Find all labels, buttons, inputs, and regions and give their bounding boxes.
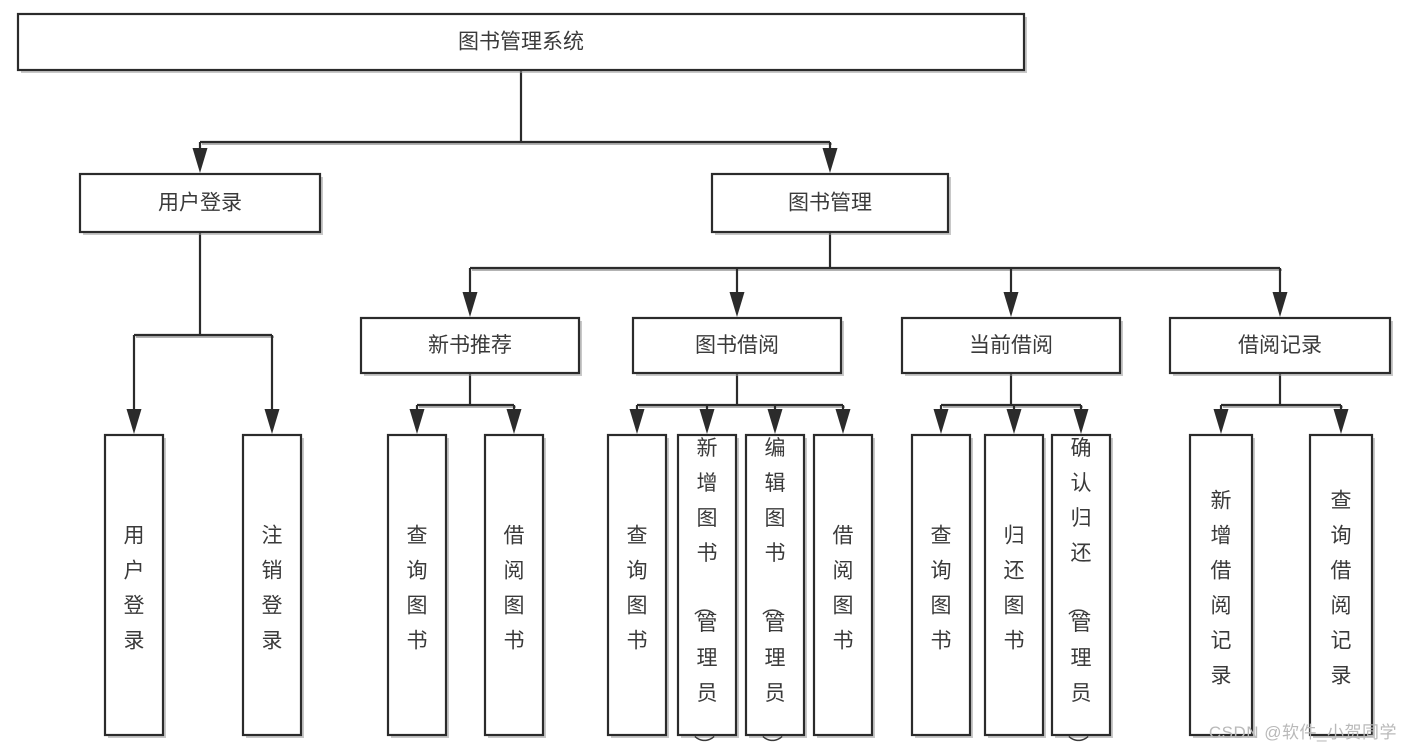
node-label: 新增图书（管理员）	[692, 437, 718, 747]
node-book-manage[interactable]: 图书管理	[710, 172, 951, 235]
node-leaf-confirm-return[interactable]: 确认归还（管理员）	[1050, 433, 1113, 747]
node-label: 归还图书	[1004, 524, 1025, 652]
node-box[interactable]	[744, 433, 806, 737]
connector-group-user-login	[126, 232, 280, 434]
node-box[interactable]	[710, 172, 950, 234]
node-leaf-borrow-book-1[interactable]: 借阅图书	[483, 433, 546, 738]
node-leaf-edit-book[interactable]: 编辑图书（管理员）	[744, 433, 807, 747]
node-label: 注销登录	[262, 524, 283, 652]
node-label: 查询图书	[627, 524, 648, 652]
node-user-login[interactable]: 用户登录	[78, 172, 323, 235]
node-label: 图书管理	[788, 192, 872, 215]
node-leaf-query-book-1[interactable]: 查询图书	[386, 433, 449, 738]
node-current-borrow[interactable]: 当前借阅	[900, 316, 1123, 376]
node-box[interactable]	[983, 433, 1045, 737]
node-label: 查询借阅记录	[1331, 489, 1352, 687]
node-label: 新书推荐	[428, 334, 512, 357]
node-box[interactable]	[359, 316, 581, 375]
node-leaf-return-book[interactable]: 归还图书	[983, 433, 1046, 738]
node-label: 用户登录	[158, 192, 242, 215]
node-box[interactable]	[631, 316, 843, 375]
connector-group-current-borrow	[933, 373, 1089, 434]
node-label: 查询图书	[931, 524, 952, 652]
node-leaf-add-record[interactable]: 新增借阅记录	[1188, 433, 1255, 738]
node-book-borrow[interactable]: 图书借阅	[631, 316, 844, 376]
node-box[interactable]	[910, 433, 972, 737]
node-box[interactable]	[103, 433, 165, 737]
connector-layer	[126, 70, 1349, 434]
connector-group-borrow-record	[1213, 373, 1349, 434]
node-box[interactable]	[78, 172, 322, 234]
node-label: 当前借阅	[969, 334, 1053, 357]
node-box[interactable]	[386, 433, 448, 737]
node-label: 确认归还（管理员）	[1066, 437, 1092, 747]
node-layer: 图书管理系统用户登录图书管理新书推荐图书借阅当前借阅借阅记录用户登录注销登录查询…	[16, 12, 1393, 747]
node-leaf-query-record[interactable]: 查询借阅记录	[1308, 433, 1375, 738]
node-box[interactable]	[900, 316, 1122, 375]
node-label: 借阅记录	[1238, 334, 1322, 357]
node-box[interactable]	[1308, 433, 1374, 737]
node-label: 用户登录	[124, 524, 145, 652]
node-root[interactable]: 图书管理系统	[16, 12, 1027, 73]
node-box[interactable]	[241, 433, 303, 737]
node-box[interactable]	[606, 433, 668, 737]
node-leaf-logout[interactable]: 注销登录	[241, 433, 304, 738]
node-leaf-add-book[interactable]: 新增图书（管理员）	[676, 433, 739, 747]
connector-group-book-manage	[462, 232, 1288, 317]
connector-group-book-borrow	[629, 373, 851, 434]
node-box[interactable]	[16, 12, 1026, 72]
node-new-book-rec[interactable]: 新书推荐	[359, 316, 582, 376]
node-borrow-record[interactable]: 借阅记录	[1168, 316, 1393, 376]
node-label: 新增借阅记录	[1211, 489, 1232, 687]
node-label: 编辑图书（管理员）	[760, 437, 786, 747]
connector-group-root	[192, 70, 838, 173]
node-box[interactable]	[1050, 433, 1112, 737]
connector-group-new-book-rec	[409, 373, 522, 434]
node-box[interactable]	[483, 433, 545, 737]
node-leaf-query-book-3[interactable]: 查询图书	[910, 433, 973, 738]
node-label: 查询图书	[407, 524, 428, 652]
watermark-text: CSDN @软件_小贺同学	[1208, 723, 1397, 742]
node-label: 借阅图书	[833, 524, 854, 652]
node-box[interactable]	[676, 433, 738, 737]
node-leaf-borrow-book-2[interactable]: 借阅图书	[812, 433, 875, 738]
node-box[interactable]	[1168, 316, 1392, 375]
node-leaf-query-book-2[interactable]: 查询图书	[606, 433, 669, 738]
node-label: 图书借阅	[695, 334, 779, 357]
node-box[interactable]	[812, 433, 874, 737]
node-leaf-user-login[interactable]: 用户登录	[103, 433, 166, 738]
node-box[interactable]	[1188, 433, 1254, 737]
node-label: 借阅图书	[504, 524, 525, 652]
node-label: 图书管理系统	[458, 31, 584, 54]
